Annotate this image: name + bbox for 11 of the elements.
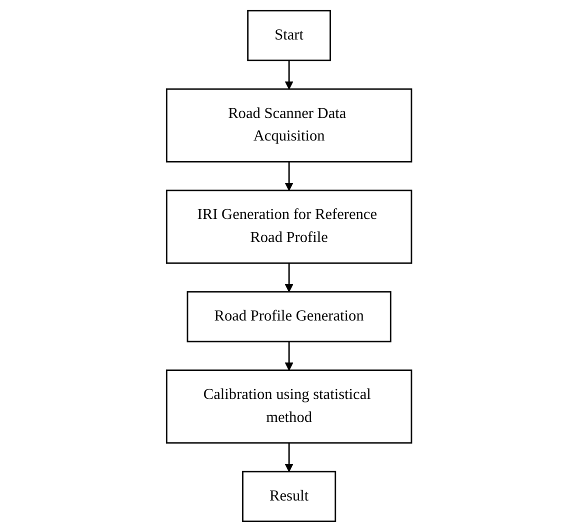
node-box: Calibration using statistical method — [166, 370, 412, 444]
node-box: Start — [247, 10, 331, 62]
node-box: IRI Generation for Reference Road Profile — [166, 190, 412, 264]
node-box: Road Profile Generation — [186, 291, 392, 342]
arrow — [284, 342, 294, 371]
node-box: Result — [242, 470, 336, 522]
arrow — [284, 162, 294, 191]
arrow — [284, 60, 294, 90]
node-box: Road Scanner Data Acquisition — [166, 88, 412, 162]
arrow — [284, 442, 294, 472]
arrow — [284, 263, 294, 292]
